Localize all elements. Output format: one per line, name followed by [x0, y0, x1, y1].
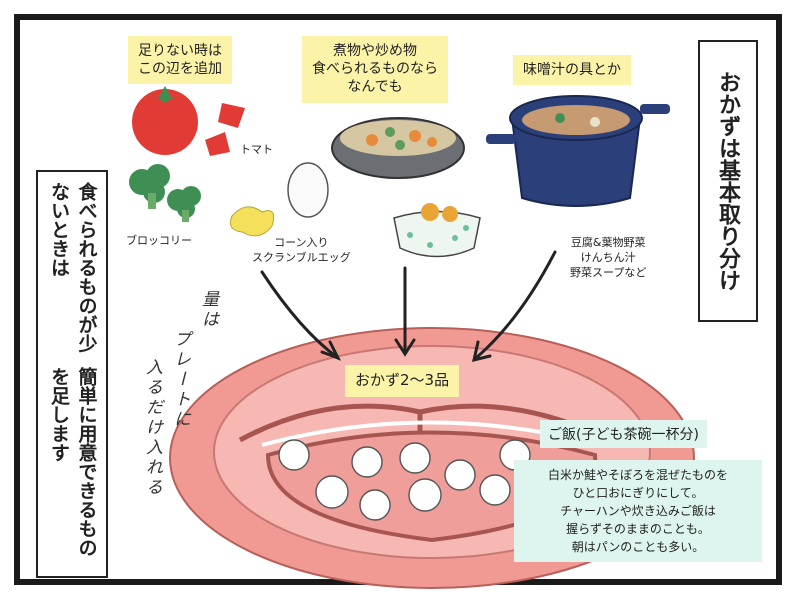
rice-balls: [278, 439, 531, 521]
broccoli-icon: [129, 164, 201, 222]
note-vertical-left: 食べられるものが少ないときは 簡単に用意できるものを足します: [36, 170, 108, 578]
bowl-icon: [393, 210, 481, 258]
handwriting-1: 量は: [198, 290, 218, 330]
rice-notes-box: 白米か鮭やそぼろを混ぜたものを ひと口おにぎりにして。 チャーハンや炊き込みご飯…: [514, 460, 762, 562]
rice-title-box: ご飯(子ども茶碗一杯分): [540, 420, 707, 448]
pot-icon: [486, 95, 670, 207]
caption-broccoli: ブロッコリー: [126, 234, 192, 247]
caption-soup: 豆腐&葉物野菜 けんちん汁 野菜スープなど: [570, 236, 647, 279]
scrambled-egg-icon: [229, 206, 275, 237]
egg-icon: [287, 162, 329, 218]
label-add-items: 足りない時は この辺を追加: [128, 36, 232, 85]
label-miso-soup: 味噌汁の具とか: [513, 55, 631, 86]
caption-tomato: トマト: [240, 143, 273, 156]
label-stew-stirfry: 煮物や炒め物 食べられるものなら なんでも: [302, 36, 448, 103]
arrows: [260, 250, 557, 363]
caption-egg: コーン入り スクランブルエッグ: [252, 236, 351, 264]
tomato-icon: [132, 89, 198, 155]
label-side-dishes: おかず2〜3品: [345, 365, 460, 397]
plate-divider: [238, 403, 612, 443]
title-vertical-right: おかずは基本取り分け: [698, 40, 758, 322]
handwriting-2: プレートに: [170, 330, 190, 430]
handwriting-3: 入るだけ入れる: [142, 358, 162, 498]
